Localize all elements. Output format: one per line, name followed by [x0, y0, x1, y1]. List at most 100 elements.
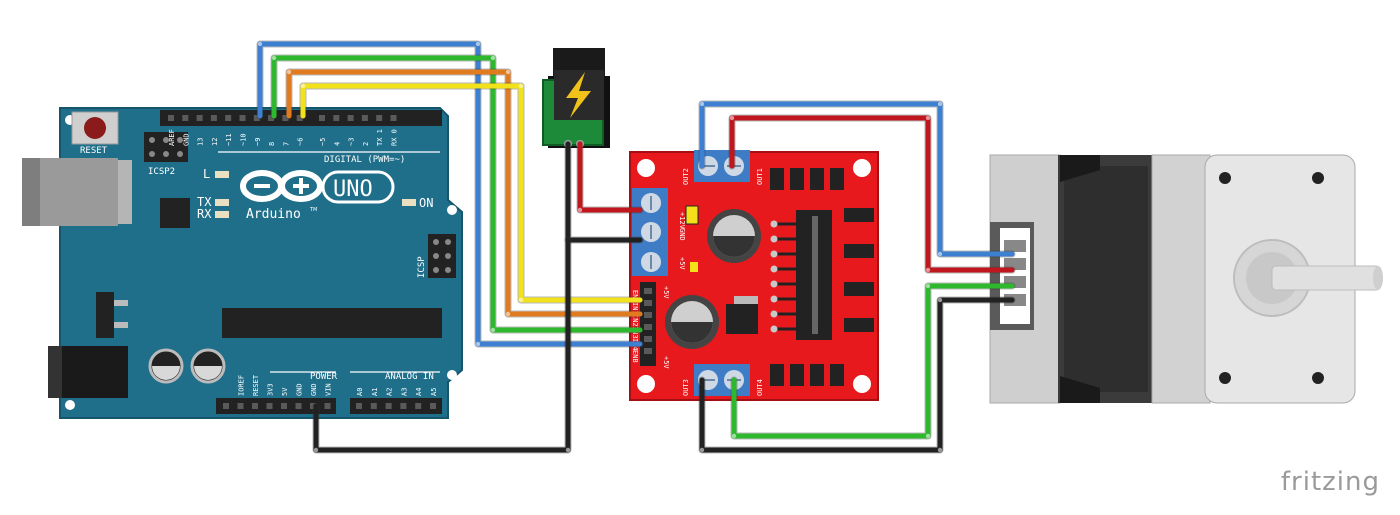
digital-pin-label: RX 0 [391, 129, 399, 146]
digital-pin [361, 115, 368, 121]
digital-pin-label: 2 [362, 142, 370, 146]
stepper-motor [989, 154, 1383, 404]
led-l-label: L [203, 167, 210, 181]
digital-label: DIGITAL (PWM=~) [324, 155, 405, 165]
digital-header [160, 110, 442, 126]
power-pin-label: VIN [325, 383, 333, 396]
power-pin [310, 403, 316, 409]
digital-pin-label: ~3 [348, 138, 356, 146]
out4-label: OUT4 [756, 379, 764, 396]
reset-button[interactable] [71, 111, 119, 145]
wire-bend [937, 297, 943, 303]
jumper-5v [685, 205, 699, 225]
wire-bend [937, 447, 943, 453]
wire-bend [518, 83, 524, 89]
digital-pin [168, 115, 174, 121]
model-name: UNO [333, 177, 373, 202]
control-header [640, 282, 656, 366]
digital-pin [253, 115, 260, 121]
led-rx-label: RX [197, 207, 212, 221]
digital-pin-label: 4 [333, 142, 341, 146]
atmega-chip [222, 308, 442, 338]
power-pin [266, 403, 273, 409]
power-pin [324, 403, 331, 409]
wire-bend [937, 251, 943, 257]
digital-pin [333, 115, 340, 121]
driver-capacitors [665, 209, 761, 349]
digital-pin [282, 115, 289, 121]
wire-bend [475, 341, 481, 347]
enb-jumper-label: +5V [662, 356, 670, 369]
wire-bend [475, 41, 481, 47]
control-pin-label: ENA [631, 290, 639, 303]
digital-pin [196, 115, 203, 121]
wire-bend [505, 69, 511, 75]
digital-pin-label: ~6 [297, 138, 305, 146]
wire-bend [925, 267, 931, 273]
power-pin-label: RESET [252, 374, 260, 396]
power-pin-label: 5V [281, 387, 289, 396]
wire-bend [925, 283, 931, 289]
power-pin-label: GND [296, 383, 304, 396]
control-pin-label: IN1 [631, 302, 639, 315]
digital-pin [182, 115, 189, 121]
digital-pin [347, 115, 354, 121]
terminal-out1-out2 [694, 150, 750, 182]
infinity-logo-icon [240, 170, 323, 202]
digital-pin [225, 115, 232, 121]
fritzing-brand: fritzing [1280, 467, 1380, 497]
gnd-label: GND [678, 228, 686, 241]
wire-bend [286, 69, 292, 75]
usb-port [22, 158, 132, 226]
analog-label: ANALOG IN [385, 372, 434, 382]
wire-bend [313, 447, 319, 453]
digital-pin-label: ~9 [254, 138, 262, 146]
icsp2-label: ICSP2 [148, 167, 175, 177]
dc-jack [48, 346, 128, 398]
ena-jumper-label: +5V [662, 286, 670, 299]
control-pin-label: ENB [631, 350, 639, 363]
wire-bend [505, 311, 511, 317]
digital-pin-label: 12 [211, 138, 219, 146]
wire-bend [699, 101, 705, 107]
icsp-header [428, 234, 456, 278]
digital-pin [296, 115, 303, 121]
digital-pin-label: ~5 [319, 138, 327, 146]
wire-bend [300, 83, 306, 89]
digital-pin [268, 115, 275, 121]
wire-bend [925, 433, 931, 439]
power-pin-label: IOREF [238, 375, 246, 396]
lightning-bolt-icon [566, 72, 591, 118]
power-jack [542, 48, 610, 148]
analog-pin [430, 403, 436, 409]
digital-pin [319, 115, 325, 121]
led-on-label: ON [419, 196, 433, 210]
v12-label: +12V [678, 212, 686, 230]
wire-bend [518, 297, 524, 303]
digital-pin-label: AREF [168, 129, 176, 146]
digital-pin [376, 115, 383, 121]
driver-regulator [726, 296, 758, 334]
l298-chip [770, 210, 832, 340]
digital-pin-label: GND [182, 133, 190, 146]
power-pin-label: 3V3 [267, 383, 275, 396]
wire-bend [577, 207, 583, 213]
wire-bend [699, 447, 705, 453]
digital-pin [210, 115, 217, 121]
digital-pin [239, 115, 246, 121]
out2-label: OUT2 [682, 168, 690, 185]
out3-label: OUT3 [682, 379, 690, 396]
voltage-regulator [96, 292, 128, 338]
power-header [216, 398, 336, 414]
wire-bend [731, 433, 737, 439]
status-leds [215, 171, 416, 218]
digital-pin [390, 115, 397, 121]
power-label: POWER [310, 372, 338, 382]
diodes [844, 208, 874, 332]
wire-bend [257, 41, 263, 47]
power-pin [237, 403, 244, 409]
digital-pin-label: TX 1 [376, 129, 384, 146]
wire-bend [490, 327, 496, 333]
digital-pin-label: ~11 [225, 133, 233, 146]
